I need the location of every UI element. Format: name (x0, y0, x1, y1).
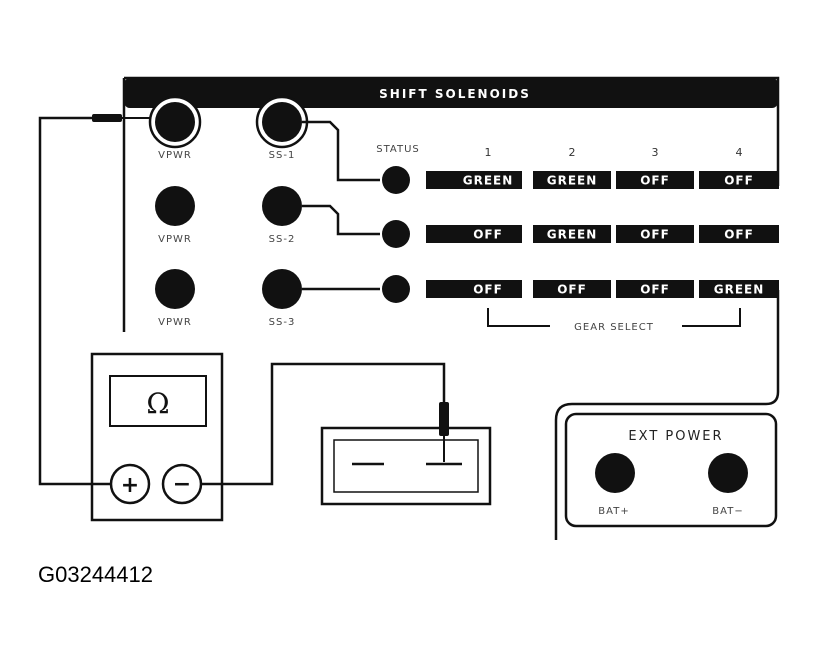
figure-id: G03244412 (38, 562, 153, 587)
ext-power-lead (554, 290, 780, 540)
status-cell-text: OFF (724, 174, 754, 188)
vpwr-jack (155, 269, 195, 309)
minus-symbol: − (173, 472, 191, 497)
ss-wires (302, 120, 380, 291)
positive-probe (92, 114, 150, 122)
status-dot (382, 220, 410, 248)
status-cell-text: OFF (473, 283, 503, 297)
negative-probe (439, 402, 449, 462)
column-number: 3 (652, 146, 659, 159)
status-cell (616, 225, 694, 243)
ss-jack (262, 186, 302, 226)
status-cell (616, 171, 694, 189)
gear-select-label: GEAR SELECT (574, 322, 654, 333)
status-rows: GREEN GREEN OFF OFF OFF GREEN OFF OFF OFF OFF OFF G… (382, 166, 779, 303)
gear-select-bracket (487, 308, 741, 327)
column-number: 2 (569, 146, 576, 159)
status-cell-text: OFF (640, 228, 670, 242)
ss2-wire (302, 204, 380, 236)
ohmmeter: Ω + − (90, 352, 224, 522)
ext-power-title: EXT POWER (628, 429, 723, 444)
status-cell-text: OFF (557, 283, 587, 297)
ss-label: SS-2 (269, 234, 296, 245)
ss-label: SS-3 (269, 317, 296, 328)
status-cell-text: OFF (640, 174, 670, 188)
status-cell (533, 280, 611, 298)
status-cell (533, 171, 611, 189)
ss-jack (262, 102, 302, 142)
ohm-display: Ω (146, 387, 169, 420)
status-cell (426, 225, 522, 243)
status-dot (382, 275, 410, 303)
status-cell (699, 280, 779, 298)
status-cell (699, 225, 779, 243)
status-dot (382, 166, 410, 194)
status-cell (426, 280, 522, 298)
solenoid-connector (320, 426, 492, 506)
negative-lead (201, 362, 446, 486)
status-cell-text: GREEN (547, 174, 598, 188)
ext-power-box: EXT POWER BAT+ BAT− (564, 412, 778, 528)
ss-label: SS-1 (269, 150, 296, 161)
status-cell-text: GREEN (547, 228, 598, 242)
bat-minus-label: BAT− (712, 506, 743, 517)
status-cell-text: GREEN (463, 174, 514, 188)
status-cell-text: GREEN (714, 283, 765, 297)
vpwr-label: VPWR (158, 150, 192, 161)
column-number: 1 (485, 146, 492, 159)
status-cell (426, 171, 522, 189)
bat-plus-jack (595, 453, 635, 493)
status-cell-text: OFF (724, 228, 754, 242)
bat-plus-label: BAT+ (598, 506, 629, 517)
panel-title: SHIFT SOLENOIDS (379, 87, 531, 101)
status-cell (616, 280, 694, 298)
vpwr-label: VPWR (158, 234, 192, 245)
positive-lead (38, 116, 111, 486)
ss-jack (262, 269, 302, 309)
status-cell (533, 225, 611, 243)
vpwr-jack (155, 186, 195, 226)
status-label: STATUS (376, 144, 420, 155)
status-cell-text: OFF (640, 283, 670, 297)
status-cell-text: OFF (473, 228, 503, 242)
column-numbers: 1 2 3 4 (485, 146, 743, 159)
plus-symbol: + (121, 473, 139, 498)
vpwr-label: VPWR (158, 317, 192, 328)
column-number: 4 (736, 146, 743, 159)
test-leads (38, 116, 446, 486)
ss1-wire (302, 120, 380, 182)
vpwr-jack (155, 102, 195, 142)
status-cell (699, 171, 779, 189)
bat-minus-jack (708, 453, 748, 493)
